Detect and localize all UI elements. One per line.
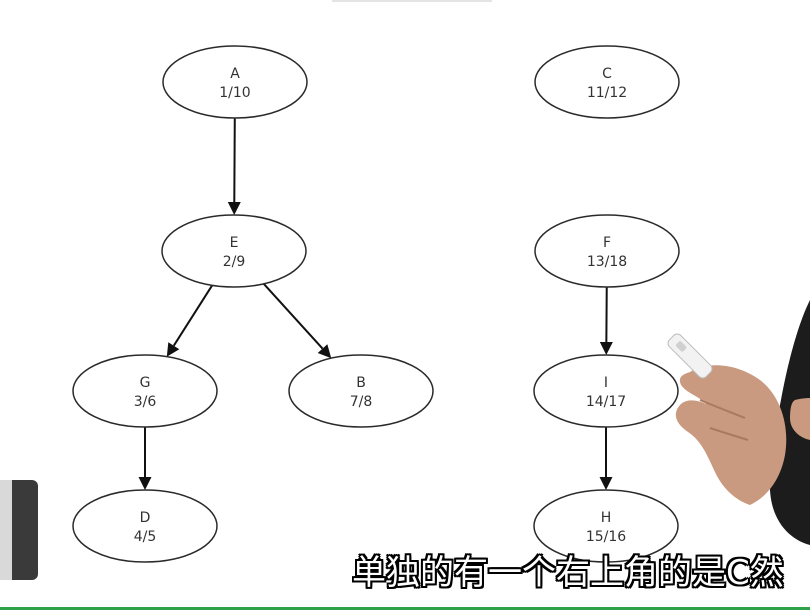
node-ellipse [534, 45, 680, 119]
edge-i-h [599, 427, 613, 490]
arrowhead [138, 477, 152, 490]
arrowhead [317, 344, 332, 359]
node-times: 2/9 [223, 254, 246, 270]
edge-e-g [166, 284, 214, 357]
node-ellipse [161, 214, 307, 288]
node-ellipse [72, 489, 218, 563]
node-ellipse [533, 489, 679, 563]
node-name: E [230, 235, 239, 251]
node-name: I [604, 375, 608, 391]
edge-a-e [227, 117, 241, 216]
node-f: F 13/18 [534, 214, 680, 288]
node-g: G 3/6 [72, 354, 218, 428]
progress-line [0, 607, 810, 610]
nodes-layer: A 1/10 C 11/12E 2/9 F 13/18G 3/6 B 7/8 I 14/17D 4/5 H… [72, 45, 680, 563]
edge-g-d [138, 427, 152, 490]
node-b: B 7/8 [288, 354, 434, 428]
node-times: 13/18 [587, 254, 627, 270]
side-panel-edge [0, 480, 12, 580]
edges-layer [138, 117, 613, 490]
edge-f-i [599, 286, 613, 356]
side-panel-handle[interactable] [12, 480, 38, 580]
node-times: 3/6 [134, 394, 157, 410]
edge-line [172, 284, 214, 347]
node-name: D [140, 510, 151, 526]
arrowhead [227, 201, 241, 216]
top-divider [332, 0, 492, 2]
node-i: I 14/17 [533, 354, 679, 428]
edge-e-b [263, 283, 332, 359]
node-ellipse [72, 354, 218, 428]
node-a: A 1/10 [162, 45, 308, 119]
node-times: 15/16 [586, 529, 626, 545]
node-ellipse [162, 45, 308, 119]
node-c: C 11/12 [534, 45, 680, 119]
node-name: G [140, 375, 151, 391]
node-times: 7/8 [350, 394, 373, 410]
node-ellipse [533, 354, 679, 428]
node-times: 4/5 [134, 529, 157, 545]
node-name: H [601, 510, 612, 526]
arrowhead [599, 477, 613, 490]
node-h: H 15/16 [533, 489, 679, 563]
node-name: A [230, 66, 240, 82]
node-ellipse [534, 214, 680, 288]
arrowhead [166, 342, 180, 357]
arrowhead [599, 341, 613, 356]
node-times: 11/12 [587, 85, 627, 101]
video-subtitle: 单独的有一个右上角的是C然 [352, 553, 784, 593]
node-ellipse [288, 354, 434, 428]
node-name: B [356, 375, 366, 391]
node-times: 1/10 [219, 85, 250, 101]
edge-line [263, 283, 324, 350]
node-e: E 2/9 [161, 214, 307, 288]
node-d: D 4/5 [72, 489, 218, 563]
node-name: C [602, 66, 612, 82]
node-times: 14/17 [586, 394, 626, 410]
node-name: F [603, 235, 611, 251]
